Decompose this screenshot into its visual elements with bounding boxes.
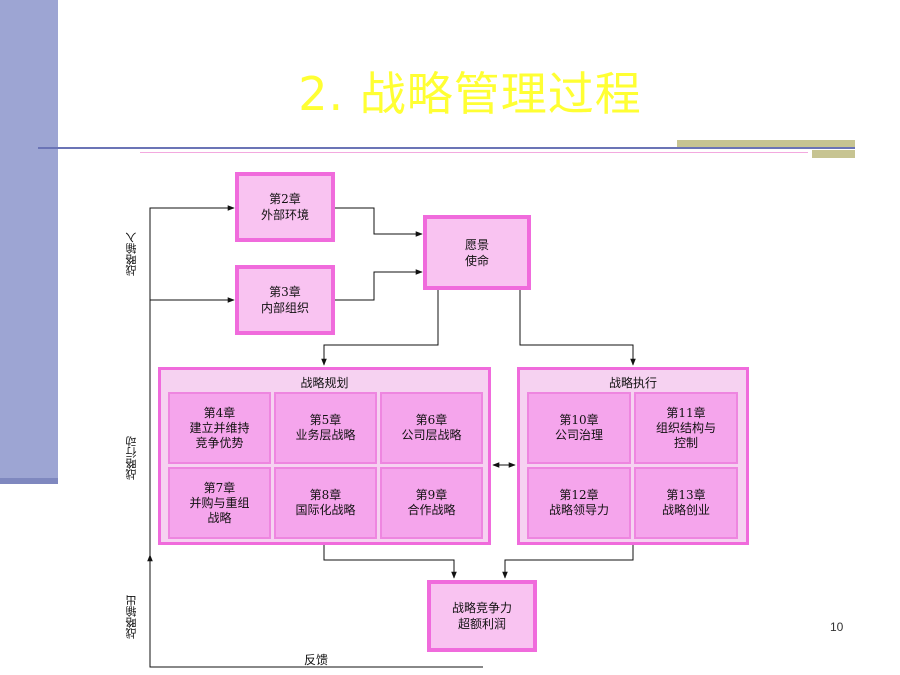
chapter3-internal-organization: 第3章 内部组织 [235, 265, 335, 335]
chapter5-cell: 第5章 业务层战略 [274, 392, 377, 464]
strategic-action-label: 战略行动 [125, 436, 138, 480]
strategic-output-label: 战略输出 [125, 595, 138, 639]
vision-mission-box: 愿景 使命 [423, 215, 531, 290]
execution-header: 战略执行 [608, 376, 657, 390]
pink-divider [140, 152, 808, 153]
strategic-input-label: 战略输入 [125, 232, 138, 276]
olive-accent-bottom [812, 150, 855, 158]
feedback-label: 反馈 [304, 653, 329, 667]
page-number: 10 [830, 620, 844, 634]
chapter6-cell: 第6章 公司层战略 [380, 392, 483, 464]
chapter7-cell: 第7章 并购与重组 战略 [168, 467, 271, 539]
strategy-planning-group: 战略规划 第4章 建立并维持 竞争优势 第5章 业务层战略 第6章 公司层战略 … [158, 367, 491, 545]
planning-header: 战略规划 [300, 376, 349, 390]
chapter9-cell: 第9章 合作战略 [380, 467, 483, 539]
slide-title: 2. 战略管理过程 [298, 67, 642, 121]
chapter10-cell: 第10章 公司治理 [527, 392, 631, 464]
title-divider [38, 147, 855, 149]
chapter11-cell: 第11章 组织结构与 控制 [634, 392, 738, 464]
chapter8-cell: 第8章 国际化战略 [274, 467, 377, 539]
olive-accent-top [677, 140, 855, 147]
chapter13-cell: 第13章 战略创业 [634, 467, 738, 539]
chapter12-cell: 第12章 战略领导力 [527, 467, 631, 539]
strategy-execution-group: 战略执行 第10章 公司治理 第11章 组织结构与 控制 第12章 战略领导力 … [517, 367, 749, 545]
chapter4-cell: 第4章 建立并维持 竞争优势 [168, 392, 271, 464]
sidebar-base-band [0, 478, 58, 484]
strategic-competitiveness-box: 战略竞争力 超额利润 [427, 580, 537, 652]
left-sidebar-band [0, 0, 58, 484]
chapter2-external-environment: 第2章 外部环境 [235, 172, 335, 242]
